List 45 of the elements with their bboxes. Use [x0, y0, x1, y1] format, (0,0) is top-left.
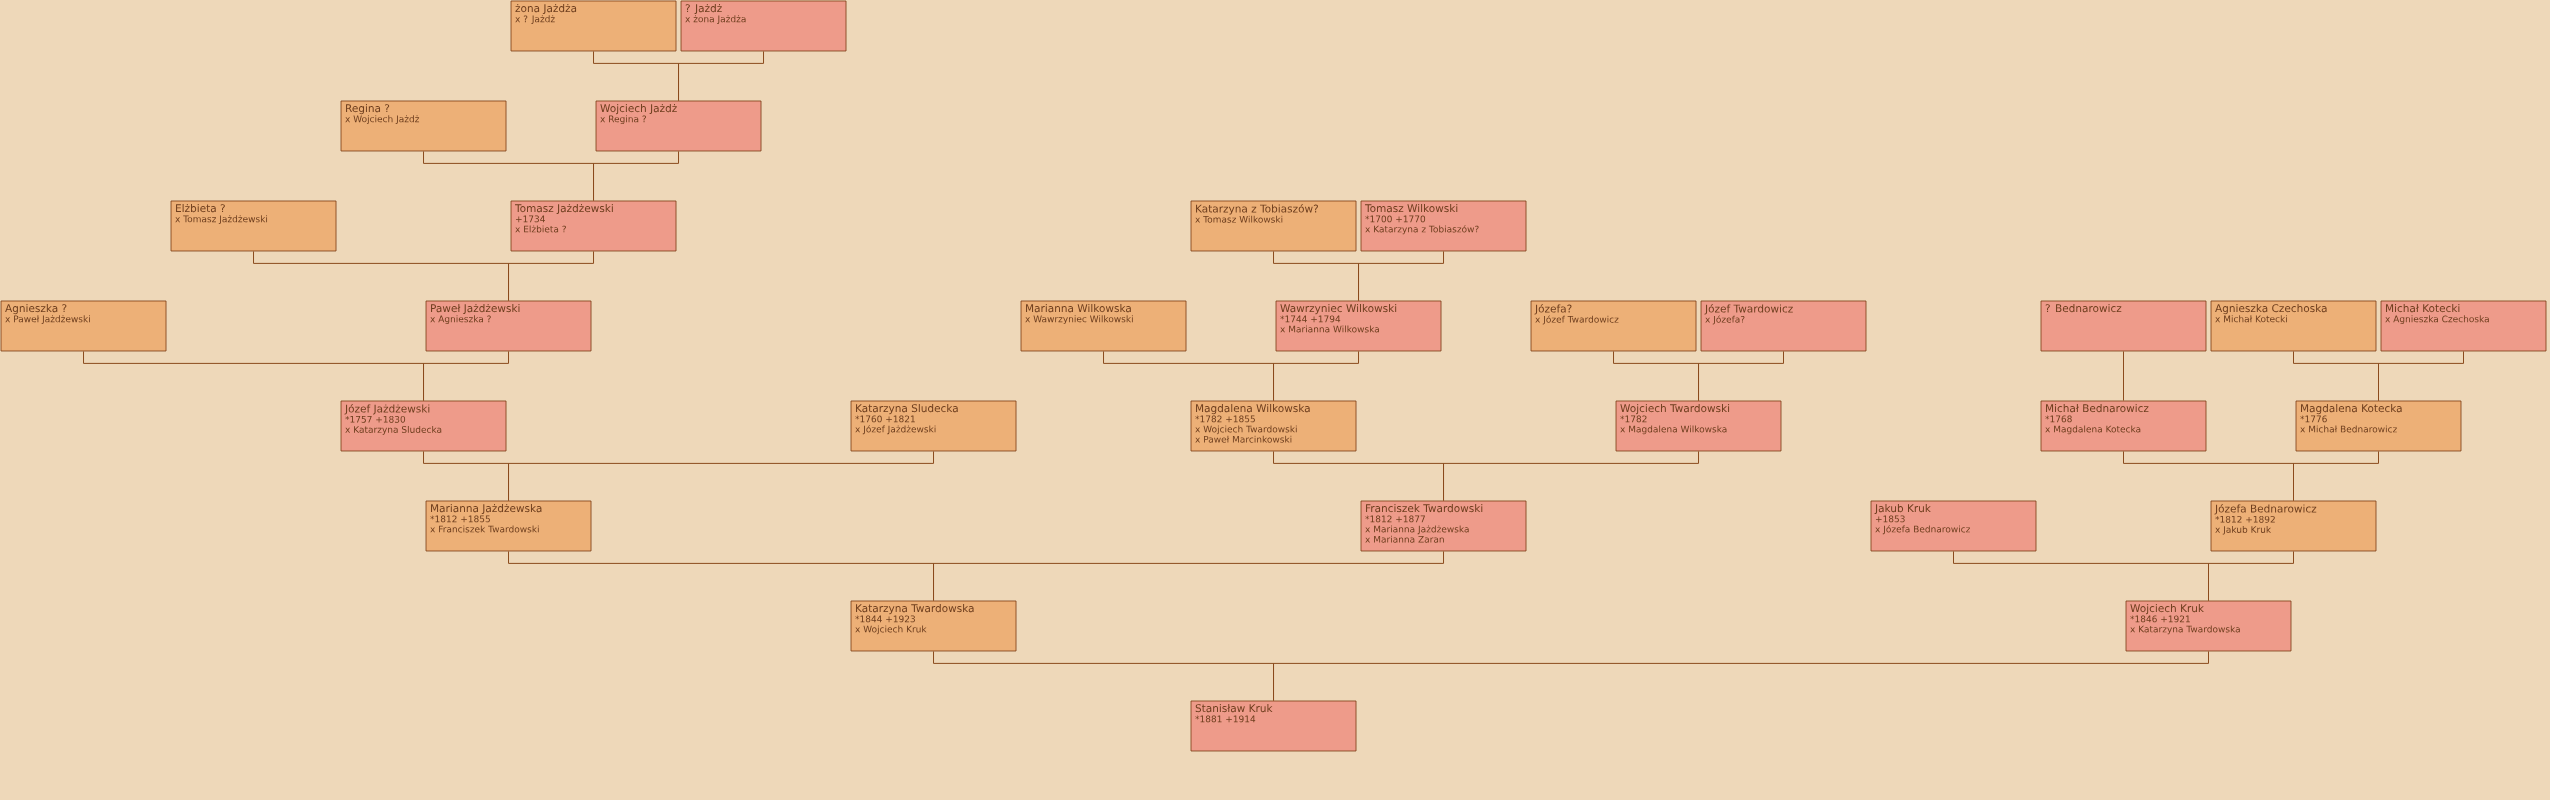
person-box: Michał Kotecki x Agnieszka Czechoska [2380, 300, 2547, 352]
connector-line [1273, 650, 2209, 702]
person-box: Wojciech Jażdż x Regina ? [595, 100, 762, 152]
person-box: Katarzyna Sludecka *1760 +1821 x Józef Jażdżewski [850, 400, 1017, 452]
person-box: Józefa Bednarowicz *1812 +1892 x Jakub Kruk [2210, 500, 2377, 552]
person-box: Józefa? x Józef Twardowicz [1530, 300, 1697, 352]
person-box: Wojciech Kruk *1846 +1921 x Katarzyna Twardowska [2125, 600, 2292, 652]
person-box: Jakub Kruk +1853 x Józefa Bednarowicz [1870, 500, 2037, 552]
person-box: Elżbieta ? x Tomasz Jażdżewski [170, 200, 337, 252]
connector-line [423, 350, 509, 402]
connector-line [1273, 350, 1359, 402]
person-box: Agnieszka ? x Paweł Jażdżewski [0, 300, 167, 352]
person-box: Tomasz Jażdżewski +1734 x Elżbieta ? [510, 200, 677, 252]
connector-line [2378, 350, 2464, 402]
person-box: Józef Jażdżewski *1757 +1830 x Katarzyna Sludecka [340, 400, 507, 452]
person-box: Wojciech Twardowski *1782 x Magdalena Wilkowska [1615, 400, 1782, 452]
person-box: Marianna Jażdżewska *1812 +1855 x Franciszek Twardowski [425, 500, 592, 552]
connector-line [933, 550, 1444, 602]
person-box: Paweł Jażdżewski x Agnieszka ? [425, 300, 592, 352]
person-box: Katarzyna Twardowska *1844 +1923 x Wojciech Kruk [850, 600, 1017, 652]
connector-line [593, 150, 679, 202]
person-box: Katarzyna z Tobiaszów? x Tomasz Wilkowski [1190, 200, 1357, 252]
connector-line [2208, 550, 2294, 602]
person-box: Marianna Wilkowska x Wawrzyniec Wilkowski [1020, 300, 1187, 352]
connector-line [678, 50, 764, 102]
person-box: Michał Bednarowicz *1768 x Magdalena Kotecka [2040, 400, 2207, 452]
connector-line [1358, 250, 1444, 302]
person-box: Stanisław Kruk *1881 +1914 [1190, 700, 1357, 752]
connector-line [2123, 350, 2124, 402]
person-box: Agnieszka Czechoska x Michał Kotecki [2210, 300, 2377, 352]
person-box: ? Jażdż x żona Jażdża [680, 0, 847, 52]
connector-line [508, 250, 594, 302]
person-box: Magdalena Wilkowska *1782 +1855 x Wojciech Twardowski x Paweł Marcinkowski [1190, 400, 1357, 452]
connector-line [508, 450, 934, 502]
person-box: Tomasz Wilkowski *1700 +1770 x Katarzyna z Tobiaszów? [1360, 200, 1527, 252]
person-box: Magdalena Kotecka *1776 x Michał Bednarowicz [2295, 400, 2462, 452]
person-box: ? Bednarowicz [2040, 300, 2207, 352]
connector-line [1443, 450, 1699, 502]
person-box: Wawrzyniec Wilkowski *1744 +1794 x Marianna Wilkowska [1275, 300, 1442, 352]
person-box: żona Jażdża x ? Jażdż [510, 0, 677, 52]
person-box: Franciszek Twardowski *1812 +1877 x Marianna Jażdżewska x Marianna Zaran [1360, 500, 1527, 552]
connector-line [1698, 350, 1784, 402]
person-box: Józef Twardowicz x Józefa? [1700, 300, 1867, 352]
person-box: Regina ? x Wojciech Jażdż [340, 100, 507, 152]
connector-line [2293, 450, 2379, 502]
